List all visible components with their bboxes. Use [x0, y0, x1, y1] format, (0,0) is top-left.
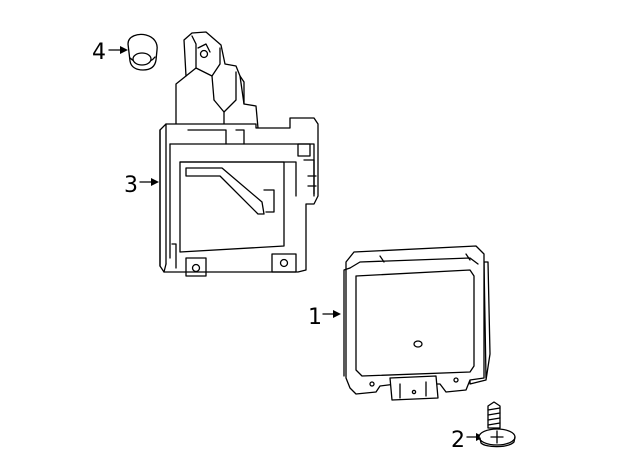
callout-1-label: 1 — [308, 305, 322, 330]
bracket-part — [159, 31, 319, 277]
callout-3: 3 — [124, 173, 159, 198]
callout-3-label: 3 — [124, 173, 138, 198]
callout-4: 4 — [92, 40, 128, 65]
module-part — [343, 245, 491, 401]
callout-1: 1 — [308, 305, 341, 330]
grommet-part — [127, 33, 158, 71]
screw-part — [478, 401, 516, 448]
callout-2: 2 — [451, 428, 484, 453]
callout-2-label: 2 — [451, 428, 465, 453]
callout-4-label: 4 — [92, 40, 106, 65]
